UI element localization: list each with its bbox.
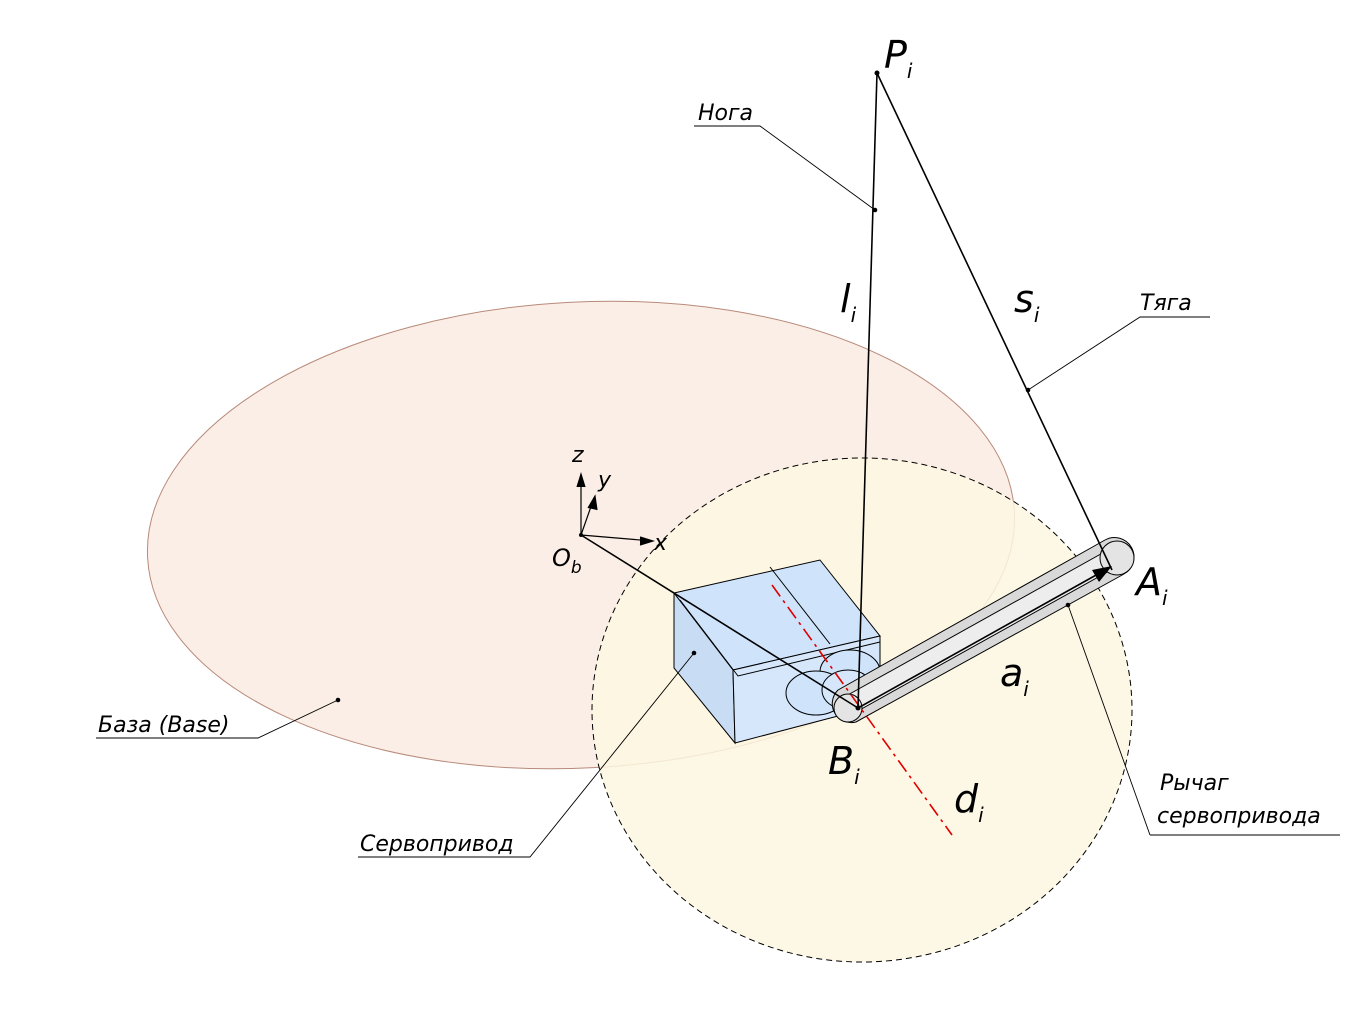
d-symbol: di <box>954 777 984 827</box>
leg-line <box>857 72 878 709</box>
l-symbol: li <box>840 277 857 327</box>
arm-label-line2: сервопривода <box>1157 804 1321 829</box>
s-symbol: si <box>1014 277 1040 327</box>
p-symbol: Pi <box>884 33 913 83</box>
z-axis-label: z <box>571 443 584 468</box>
rod-label: Тяга <box>1140 291 1192 316</box>
x-axis-label: x <box>653 531 668 556</box>
arm-vector <box>857 566 1112 709</box>
leader-lines <box>96 125 1340 858</box>
servo-arm <box>831 537 1135 724</box>
origin-symbol: Ob <box>552 544 582 578</box>
a-point-symbol: Ai <box>1133 560 1168 610</box>
leader-dots <box>335 207 1071 703</box>
a-vector-symbol: ai <box>1000 651 1029 701</box>
leg-label: Нога <box>698 101 753 126</box>
b-point <box>855 705 861 711</box>
p-point <box>874 70 880 76</box>
base-label: База (Base) <box>98 713 229 738</box>
coordinate-frame <box>576 471 656 546</box>
b-symbol: Bi <box>828 739 860 789</box>
servo-axis-line <box>771 584 953 836</box>
rod-line <box>876 72 1113 571</box>
y-axis-label: y <box>597 468 612 493</box>
servo-label: Сервопривод <box>360 832 514 857</box>
arm-label-line1: Рычаг <box>1160 771 1229 796</box>
origin-point <box>579 533 583 537</box>
base-to-b-vector <box>580 534 859 709</box>
